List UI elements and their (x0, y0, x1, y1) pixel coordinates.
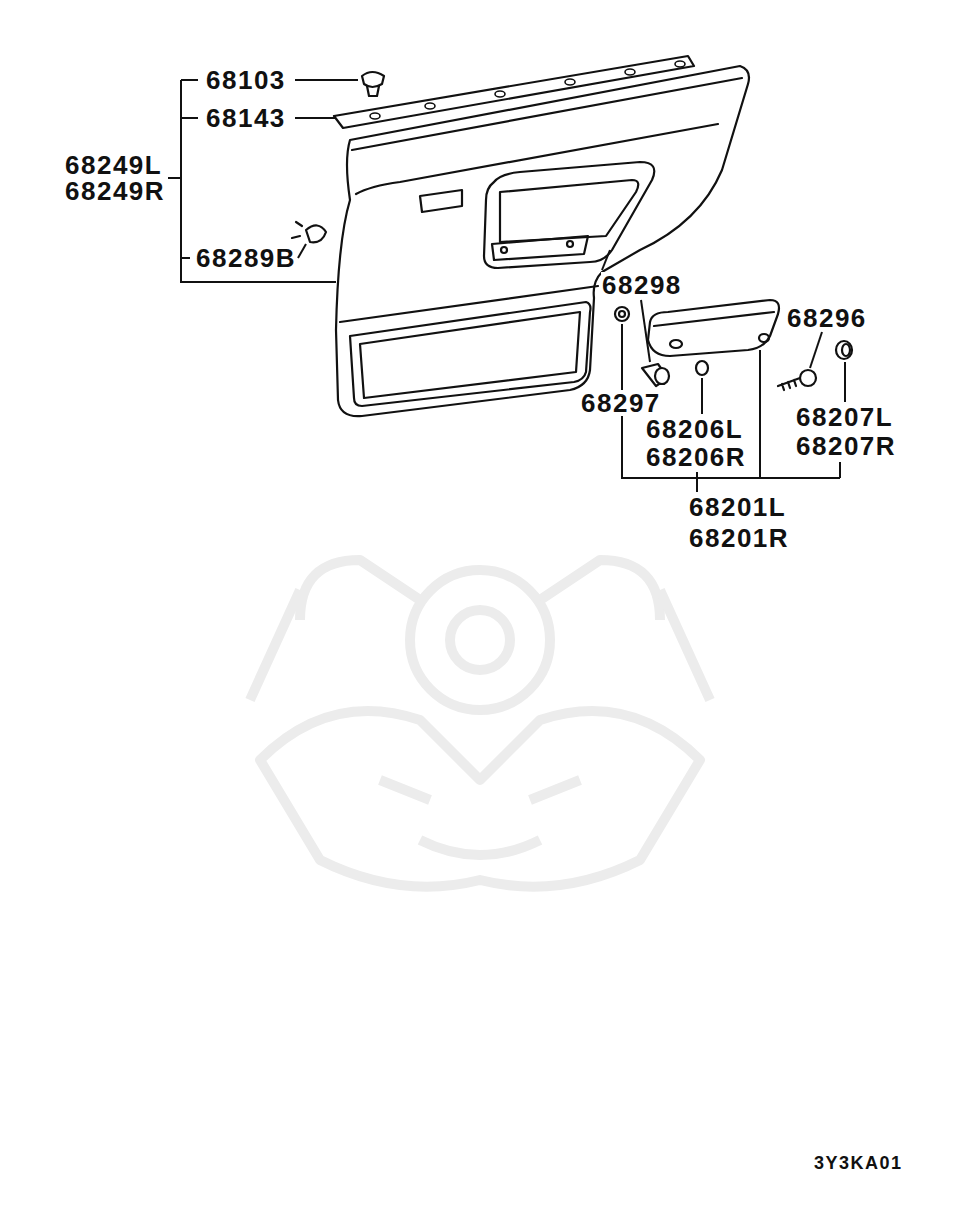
callout-number: 68143 (205, 105, 287, 131)
callout-number: 68201L (688, 494, 787, 520)
callout-number: 68206L (645, 416, 744, 442)
callout-number: 68207R (795, 433, 897, 459)
callout-number: 68249R (64, 178, 166, 204)
diagram-code: 3Y3KA01 (813, 1154, 904, 1172)
callout-number: 68249L (64, 152, 163, 178)
callout-number: 68289B (195, 245, 297, 271)
watermark (250, 560, 710, 887)
callout-number: 68298 (601, 272, 683, 298)
callout-number: 68201R (688, 525, 790, 551)
callout-number: 68103 (205, 67, 287, 93)
callout-number: 68296 (786, 305, 868, 331)
leader-lines (168, 80, 845, 492)
callout-number: 68206R (645, 444, 747, 470)
callout-number: 68207L (795, 404, 894, 430)
illustration (292, 56, 852, 416)
callout-number: 68297 (580, 390, 662, 416)
